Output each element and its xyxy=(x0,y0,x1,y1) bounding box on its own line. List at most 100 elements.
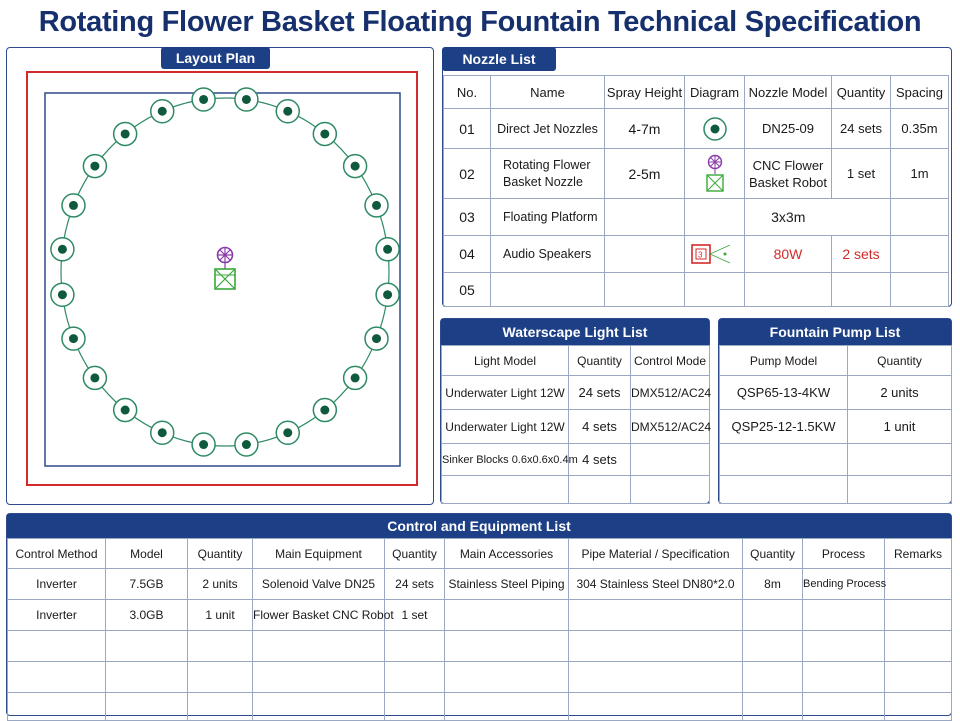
table-row: 04 Audio Speakers 3 80W 2 sets xyxy=(443,235,949,273)
control-cell xyxy=(568,692,743,721)
jet-nozzle-icon xyxy=(342,365,368,391)
control-cell xyxy=(105,661,188,693)
nozzle-name: Rotating Flower Basket Nozzle xyxy=(490,148,605,199)
table-row: 05 xyxy=(443,272,949,307)
nozzle-quantity xyxy=(831,198,891,236)
control-cell: 1 unit xyxy=(187,599,253,631)
control-cell xyxy=(384,692,445,721)
nozzle-height xyxy=(604,198,685,236)
control-cell xyxy=(884,568,952,600)
control-cell xyxy=(884,599,952,631)
control-cell xyxy=(187,661,253,693)
jet-nozzle-icon xyxy=(312,121,338,147)
control-cell: 24 sets xyxy=(384,568,445,600)
pump-model xyxy=(719,443,848,476)
jet-nozzle-icon xyxy=(234,432,259,457)
control-cell xyxy=(742,630,803,662)
control-cell xyxy=(444,661,569,693)
control-cell: Inverter xyxy=(7,568,106,600)
nozzle-diagram xyxy=(684,272,745,307)
jet-nozzle-icon xyxy=(61,326,86,351)
control-cell xyxy=(252,661,385,693)
light-model xyxy=(441,475,569,504)
nozzle-quantity: 24 sets xyxy=(831,108,891,149)
speaker-icon: 3 xyxy=(690,244,730,264)
table-row xyxy=(7,692,952,721)
control-header-model: Model xyxy=(105,538,188,569)
control-cell xyxy=(252,630,385,662)
control-header-pipe-quantity: Quantity xyxy=(742,538,803,569)
control-cell: Solenoid Valve DN25 xyxy=(252,568,385,600)
nozzle-diagram xyxy=(684,108,745,149)
control-cell xyxy=(105,630,188,662)
nozzle-diagram: 3 xyxy=(684,235,745,273)
nozzle-spacing xyxy=(890,272,949,307)
nozzle-model xyxy=(744,272,832,307)
nozzle-spacing xyxy=(890,198,949,236)
light-model: Underwater Light 12W xyxy=(441,375,569,410)
nozzle-no: 01 xyxy=(443,108,491,149)
control-cell xyxy=(444,599,569,631)
control-cell: Inverter xyxy=(7,599,106,631)
table-row: QSP25-12-1.5KW 1 unit xyxy=(719,409,952,444)
jet-nozzle-icon xyxy=(312,397,338,423)
control-cell xyxy=(384,661,445,693)
nozzle-quantity: 2 sets xyxy=(831,235,891,273)
nozzle-table: No. Name Spray Height Diagram Nozzle Mod… xyxy=(443,75,949,307)
light-quantity: 4 sets xyxy=(568,409,631,444)
flower-basket-diagram-icon xyxy=(705,154,724,192)
light-header-control: Control Mode xyxy=(630,345,710,376)
pump-model: QSP65-13-4KW xyxy=(719,375,848,410)
nozzle-model: CNC Flower Basket Robot xyxy=(744,148,832,199)
jet-nozzle-icon xyxy=(375,282,400,307)
control-header-accessories: Main Accessories xyxy=(444,538,569,569)
light-control xyxy=(630,475,710,504)
control-cell: 3.0GB xyxy=(105,599,188,631)
jet-nozzle-icon xyxy=(191,87,216,112)
pump-list-title: Fountain Pump List xyxy=(719,319,951,345)
control-cell xyxy=(742,661,803,693)
table-row xyxy=(719,475,952,504)
nozzle-no: 02 xyxy=(443,148,491,199)
control-header-equipment-quantity: Quantity xyxy=(384,538,445,569)
cnc-robot-icon xyxy=(214,268,236,290)
nozzle-spacing xyxy=(890,235,949,273)
pool-boundary xyxy=(44,92,401,467)
control-cell xyxy=(187,630,253,662)
layout-plan-drawing xyxy=(26,71,418,486)
control-cell xyxy=(444,630,569,662)
light-list-title: Waterscape Light List xyxy=(441,319,709,345)
light-control xyxy=(630,443,710,476)
control-header-remarks: Remarks xyxy=(884,538,952,569)
nozzle-header-spacing: Spacing xyxy=(890,75,949,109)
nozzle-name: Direct Jet Nozzles xyxy=(490,108,605,149)
control-cell: Flower Basket CNC Robot xyxy=(252,599,394,631)
control-cell xyxy=(742,599,803,631)
light-quantity: 4 sets xyxy=(568,443,631,476)
nozzle-header-quantity: Quantity xyxy=(831,75,891,109)
jet-nozzle-icon xyxy=(364,326,389,351)
nozzle-height xyxy=(604,235,685,273)
control-cell xyxy=(7,630,106,662)
jet-nozzle-icon xyxy=(82,153,108,179)
nozzle-no: 04 xyxy=(443,235,491,273)
jet-nozzle-icon xyxy=(149,98,175,124)
nozzle-diagram xyxy=(684,148,745,199)
nozzle-height: 2-5m xyxy=(604,148,685,199)
nozzle-spacing: 1m xyxy=(890,148,949,199)
nozzle-header-no: No. xyxy=(443,75,491,109)
control-cell: Bending Process xyxy=(802,568,886,600)
jet-nozzle-icon xyxy=(275,420,301,446)
nozzle-ring-line xyxy=(60,97,390,447)
light-header-quantity: Quantity xyxy=(568,345,631,376)
jet-nozzle-icon xyxy=(112,397,138,423)
jet-nozzle-icon xyxy=(275,98,301,124)
light-table: Light Model Quantity Control Mode Underw… xyxy=(441,345,711,504)
nozzle-model: DN25-09 xyxy=(744,108,832,149)
pump-model xyxy=(719,475,848,504)
nozzle-header-model: Nozzle Model xyxy=(744,75,832,109)
pump-quantity xyxy=(847,475,952,504)
table-row: 01 Direct Jet Nozzles 4-7m DN25-09 24 se… xyxy=(443,108,949,149)
control-cell xyxy=(802,661,885,693)
table-row xyxy=(7,661,952,693)
